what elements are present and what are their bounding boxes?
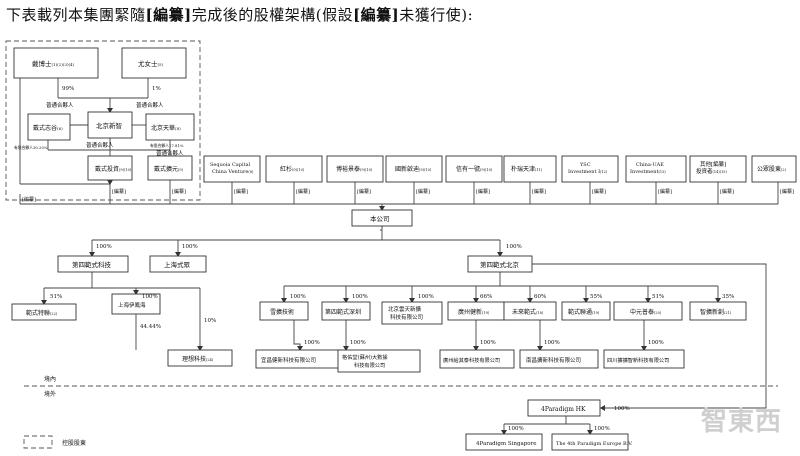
pct-company-diwei-tech: 100%	[96, 244, 112, 250]
entity-pucheng: 朴瑞天津(11)	[511, 165, 543, 173]
svg-text:[編纂]: [編纂]	[296, 188, 310, 195]
pct-tekan: 51%	[50, 294, 62, 300]
pct-sichuan: 100%	[648, 340, 664, 346]
pct-guangzhou-hongqi: 100%	[480, 340, 496, 346]
pct-shanghai-yiqi: 100%	[142, 294, 158, 300]
pct-xueshan: 100%	[290, 294, 306, 300]
entity-nanchang: 南昌擴新科技有限公司	[526, 356, 581, 364]
entity-zhiju: 智擴新創(21)	[700, 308, 732, 316]
entity-4paradigm-sg: 4Paradigm Singapore	[476, 441, 537, 447]
label-gp-4: 普通合夥人	[156, 149, 184, 157]
controlling-shareholders-frame	[5, 40, 201, 201]
entity-guangzhou-jianxin: 廣州健新(19)	[458, 308, 490, 316]
pct-beijing-yunshu: 100%	[418, 294, 434, 300]
svg-text:[編纂]: [編纂]	[112, 188, 126, 195]
svg-text:[編纂]: [編纂]	[780, 188, 794, 195]
entity-shanghai-shiyi: 上海式眾	[164, 260, 191, 269]
entity-dai-lianxing: 範式聯通(19)	[568, 308, 600, 316]
label-lp-2: 有限合夥人17.81%	[150, 143, 184, 148]
arrowheads	[41, 108, 721, 435]
entity-public: 公眾股東(2)	[757, 165, 787, 173]
svg-text:[編纂]: [編纂]	[234, 188, 248, 195]
pct-hk-eu: 100%	[594, 426, 610, 432]
label-overseas: 境外	[44, 390, 56, 398]
entity-hongshan: 紅杉(9)(10)	[280, 165, 305, 173]
entity-shanghai-yiqi: 上海伊鳳海	[118, 301, 146, 309]
pct-dai-doctor-xinzhi: 99%	[62, 86, 74, 92]
svg-text:[編纂]: [編纂]	[357, 188, 371, 195]
entity-dai-chuangyuan: 戴式擴元(9)	[154, 165, 184, 173]
entity-dai-tekan: 範式特聯(22)	[26, 309, 58, 317]
entity-jilin: 格佑堂(蘇州)大數據科技有限公司	[342, 353, 388, 369]
entity-boyu: 博裕景泰(9)(10)	[336, 165, 373, 173]
label-lp-1: 有限合夥人30.20%	[14, 145, 48, 150]
pct-weilai: 60%	[534, 294, 546, 300]
pct-nanchang: 100%	[544, 340, 560, 346]
pct-ms-you-xinzhi: 1%	[152, 86, 161, 92]
entity-weilai: 未來範式(18)	[512, 308, 544, 316]
entity-ms-you: 尤女士(5)	[138, 59, 164, 68]
entity-yichang: 宜昌健新科技有限公司	[261, 356, 316, 364]
pct-guangzhou-jianxin: 66%	[480, 294, 492, 300]
entity-sichuan: 四川擴擴智新科技有限公司	[607, 356, 669, 364]
pct-diwei-shenzhen: 100%	[352, 294, 368, 300]
entity-guangzhou-hongqi: 廣州給其泰科技有限公司	[443, 356, 500, 364]
pct-lixiang-4444: 44.44%	[140, 324, 161, 330]
entity-diwei-beijing: 第四範式北京	[480, 260, 520, 269]
label-gp-2: 普通合夥人	[136, 101, 164, 109]
entity-4paradigm-hk: 4Paradigm HK	[541, 406, 586, 413]
entity-xinyou: 信有一號(9)(10)	[456, 165, 493, 173]
entity-boxes	[11, 47, 797, 451]
pct-lianxing: 55%	[590, 294, 602, 300]
pct-lixiang-10: 10%	[204, 318, 216, 324]
pct-jilin: 100%	[350, 340, 366, 346]
entity-dai-zhigu: 戴式志谷(6)	[33, 124, 63, 132]
entity-others: 其他[編纂]投資者(14)(15)	[696, 160, 728, 175]
label-gp-3: 普通合夥人	[86, 141, 114, 149]
entity-lixiang: 理想科技(24)	[182, 355, 214, 363]
pct-zhiju: 35%	[722, 294, 734, 300]
entity-beijing-tianhua: 北京天華(8)	[151, 124, 181, 132]
pct-company-hk: 100%	[614, 406, 630, 412]
svg-text:[編纂]: [編纂]	[658, 188, 672, 195]
entity-beijing-xinzhi: 北京新智	[96, 121, 122, 130]
entity-diwei-shenzhen: 第四範式深圳	[325, 308, 361, 316]
entity-xueshan: 雪擴技術	[270, 308, 294, 316]
svg-text:[編纂]: [編纂]	[592, 188, 606, 195]
connector-lines	[19, 78, 779, 434]
label-domestic: 境內	[44, 375, 56, 383]
svg-text:[編纂]: [編纂]	[416, 188, 430, 195]
pct-hk-sg: 100%	[508, 426, 524, 432]
pct-zhongyuan: 51%	[652, 294, 664, 300]
entity-diwei-tech: 第四範式科技	[72, 260, 112, 269]
svg-text:[編纂]: [編纂]	[172, 188, 186, 195]
entity-4paradigm-eu: The 4th Paradigm Europe B.V.	[556, 441, 633, 447]
redacted-labels: [編纂] [編纂] [編纂] [編纂] [編纂] [編纂] [編纂] [編纂] …	[22, 188, 794, 203]
entity-beijing-yunshu: 北京雲天新擴科技有限公司	[388, 305, 423, 321]
svg-text:[編纂]: [編纂]	[532, 188, 546, 195]
entity-company: 本公司	[370, 214, 390, 223]
entity-guoxin: 國新啟迪(9)(10)	[395, 165, 432, 173]
svg-text:[編纂]: [編纂]	[22, 196, 36, 203]
page-title: 下表載列本集團緊隨[編纂]完成後的股權架構(假設[編纂]未獲行使):	[6, 6, 474, 24]
label-gp-1: 普通合夥人	[46, 101, 74, 109]
pct-company-shanghai: 100%	[182, 244, 198, 250]
pct-company-diwei-beijing: 100%	[506, 244, 522, 250]
watermark-logo: 智東西	[700, 407, 782, 437]
svg-text:[編纂]: [編纂]	[476, 188, 490, 195]
entity-zhongyuan: 中元普泰(20)	[630, 308, 662, 316]
svg-text:[編纂]: [編纂]	[720, 188, 734, 195]
entity-dai-doctor: 戴博士(1)(2)(3)(4)	[32, 59, 75, 68]
pct-yichang: 100%	[304, 340, 320, 346]
legend-label: 控股股東	[62, 439, 86, 447]
entity-dai-invest: 戴式投資(9)(10)	[95, 165, 132, 173]
